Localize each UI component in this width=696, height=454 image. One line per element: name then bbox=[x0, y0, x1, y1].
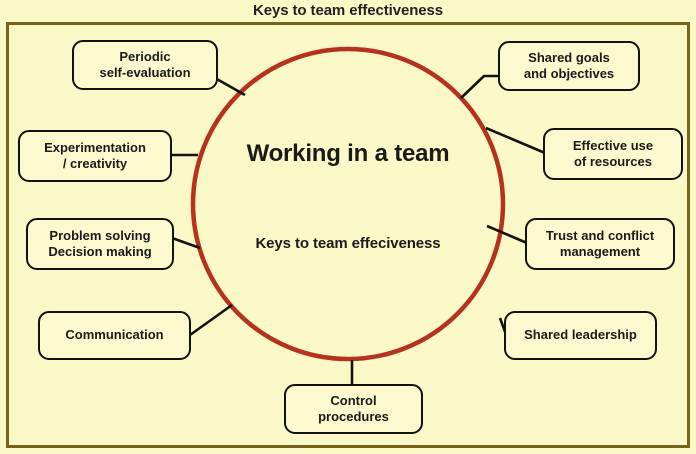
page-title: Keys to team effectiveness bbox=[253, 2, 443, 19]
node-label-line1: Trust and conflict bbox=[545, 227, 655, 243]
node-experimentation-creativity[interactable]: Experimentation / creativity bbox=[18, 130, 172, 182]
node-communication[interactable]: Communication bbox=[38, 311, 191, 360]
node-label-line1: Problem solving bbox=[49, 227, 151, 243]
node-label-line1: Experimentation bbox=[44, 139, 146, 155]
connector-effective-use-of-resources bbox=[485, 126, 546, 155]
node-trust-and-conflict-management[interactable]: Trust and conflict management bbox=[525, 218, 675, 270]
node-label-line2: and objectives bbox=[523, 66, 615, 81]
node-control-procedures[interactable]: Control procedures bbox=[284, 384, 423, 434]
connector-trust-and-conflict-management bbox=[486, 224, 528, 245]
connector-shared-goals-and-objectives bbox=[460, 74, 500, 99]
node-label-line1: Control bbox=[330, 392, 377, 408]
node-label-line2: / creativity bbox=[62, 156, 128, 171]
node-label-line2: procedures bbox=[318, 409, 389, 424]
node-label-line1: Effective use bbox=[572, 137, 654, 153]
node-label-line2: management bbox=[559, 244, 641, 259]
node-label-line2: Decision making bbox=[48, 244, 152, 259]
node-label-line1: Shared leadership bbox=[524, 327, 637, 343]
node-shared-goals-and-objectives[interactable]: Shared goals and objectives bbox=[498, 41, 640, 91]
node-periodic-self-evaluation[interactable]: Periodic self-evaluation bbox=[72, 40, 218, 90]
node-label-line1: Shared goals bbox=[528, 49, 610, 65]
node-problem-solving-decision-making[interactable]: Problem solving Decision making bbox=[26, 218, 174, 270]
central-circle bbox=[190, 46, 506, 362]
node-shared-leadership[interactable]: Shared leadership bbox=[504, 311, 657, 360]
connector-communication bbox=[189, 303, 233, 337]
hub-subheading: Keys to team effeciveness bbox=[255, 235, 441, 252]
node-label-line1: Communication bbox=[65, 327, 164, 343]
hub-heading: Working in a team bbox=[246, 140, 450, 167]
connector-problem-solving bbox=[171, 236, 201, 250]
node-effective-use-of-resources[interactable]: Effective use of resources bbox=[543, 128, 683, 180]
node-label-line2: self-evaluation bbox=[99, 65, 191, 80]
node-label-line1: Periodic bbox=[119, 48, 171, 64]
node-label-line2: of resources bbox=[573, 154, 653, 169]
